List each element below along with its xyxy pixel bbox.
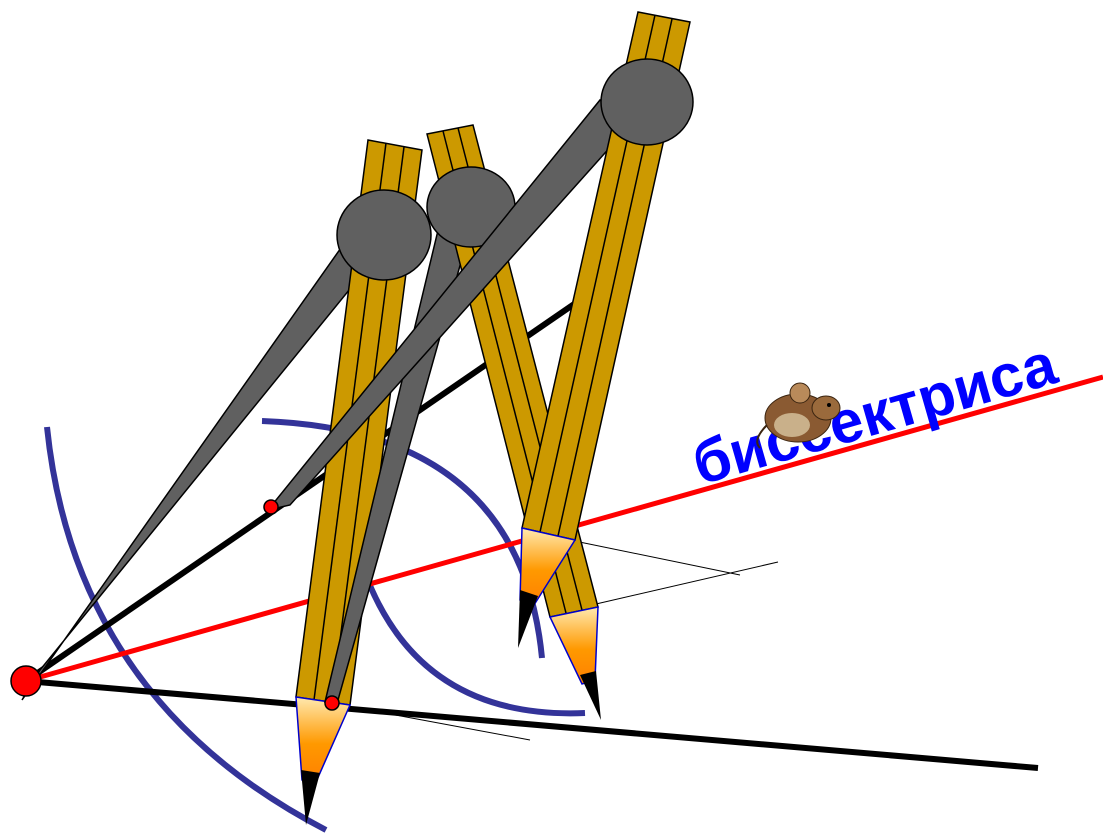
mouse-icon — [756, 382, 841, 449]
compass-hinge — [600, 58, 694, 146]
mouse-belly — [774, 413, 810, 437]
pencil-trace-line — [389, 713, 531, 741]
compass-icon — [266, 11, 694, 648]
bisector-label: биссектриса — [685, 330, 1064, 498]
large-arc — [44, 426, 328, 833]
pencil-trace-line — [595, 561, 779, 605]
angle-vertex-point — [10, 665, 42, 697]
compass-hinge — [336, 189, 432, 281]
arc-from-point-on-lower-side — [362, 571, 586, 717]
point-on-upper-side — [263, 499, 279, 515]
point-on-lower-side — [324, 695, 340, 711]
mouse-eye — [827, 403, 831, 407]
compass-icon — [21, 139, 432, 825]
mouse-head — [811, 395, 841, 421]
mouse-tail — [756, 424, 768, 449]
pencil-lead — [518, 590, 538, 648]
pencil-lead — [580, 671, 601, 720]
mouse-ear — [789, 382, 811, 404]
pencil-tip — [295, 696, 352, 783]
pencil-trace-line — [559, 537, 741, 576]
angle-side-lower — [25, 678, 1039, 771]
pencil-lead — [301, 770, 320, 825]
